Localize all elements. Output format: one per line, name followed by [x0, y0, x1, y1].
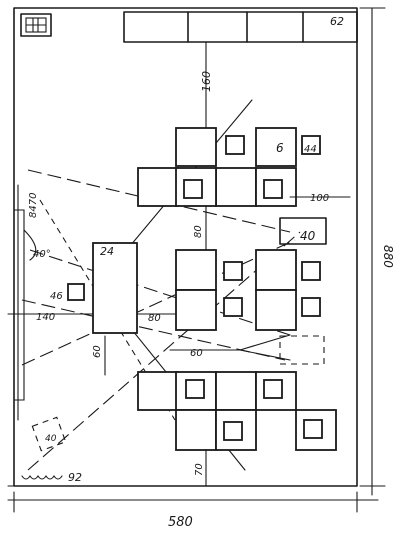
label-160: 160 — [200, 71, 213, 92]
dim-580-label: 580 — [168, 515, 193, 530]
desk-cluster-middle — [175, 249, 321, 331]
radiator-scribble — [21, 475, 63, 480]
bin-object — [31, 416, 67, 452]
cabinet-40 — [279, 217, 327, 245]
top-cabinet-row — [123, 11, 358, 43]
label-40deg: 40° — [33, 249, 51, 260]
label-6: 6 — [276, 141, 284, 155]
desk-cluster-lower — [137, 371, 337, 451]
label-8470: 8470 — [28, 193, 39, 218]
label-60b: 60 — [190, 348, 203, 359]
label-70: 70 — [194, 463, 205, 476]
label-44: 44 — [304, 144, 317, 155]
room-outline — [13, 7, 358, 487]
label-92: 92 — [68, 471, 82, 484]
label-80b: 80 — [148, 313, 161, 324]
dim-880-label: 880 — [381, 245, 395, 268]
label-40b: 40 — [45, 434, 57, 444]
label-60a: 60 — [92, 345, 103, 358]
dim-width — [7, 491, 379, 513]
label-24: 24 — [100, 245, 114, 258]
label-80a: 80 — [193, 225, 204, 238]
label-140: 140 — [36, 312, 55, 323]
label-62: 62 — [330, 15, 344, 28]
label-100: 100 — [310, 193, 329, 204]
left-wall-screen — [13, 184, 37, 421]
dashed-cabinet — [279, 335, 325, 365]
label-40: 40 — [300, 229, 316, 243]
label-46: 46 — [50, 291, 63, 302]
corner-symbol-icon — [20, 13, 52, 37]
projector-box — [67, 283, 85, 301]
desk-cluster-upper — [137, 127, 321, 207]
projector-table — [92, 242, 138, 334]
dim-height — [359, 7, 386, 496]
